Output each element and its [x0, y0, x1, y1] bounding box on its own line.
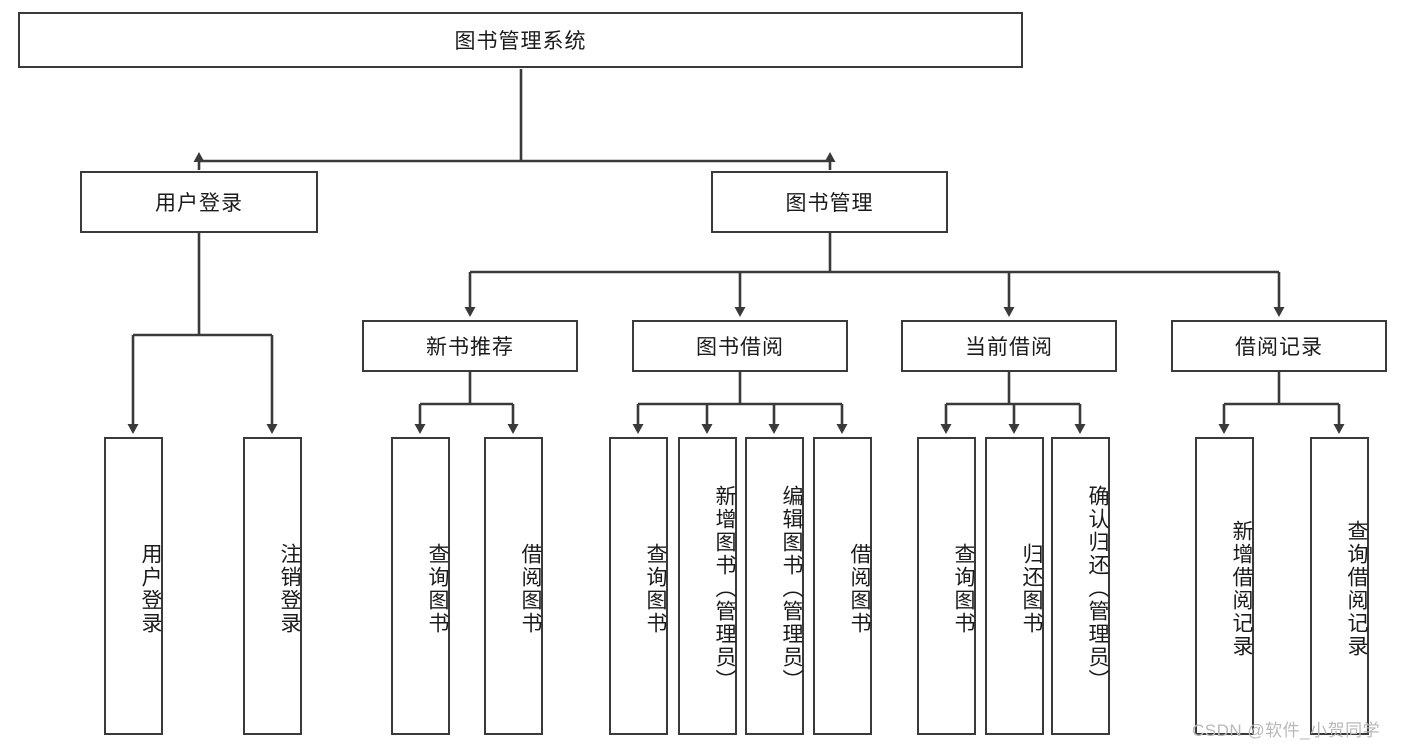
node-leaf-query-borrow-record[interactable]: 查询借阅记录 — [1310, 437, 1369, 735]
node-leaf-borrow-book-2[interactable]: 借阅图书 — [813, 437, 872, 735]
watermark-text: CSDN @软件_小贺同学 — [1192, 721, 1381, 740]
node-leaf-query-book-2[interactable]: 查询图书 — [609, 437, 668, 735]
node-book-management[interactable]: 图书管理 — [711, 171, 948, 233]
node-leaf-user-login[interactable]: 用户登录 — [104, 437, 163, 735]
node-leaf-edit-book-admin-label: 编辑图书（管理员） — [780, 484, 803, 692]
node-new-book-recommend-label: 新书推荐 — [426, 336, 514, 359]
node-current-borrow[interactable]: 当前借阅 — [901, 320, 1117, 372]
node-new-book-recommend[interactable]: 新书推荐 — [362, 320, 578, 372]
node-leaf-user-login-label: 用户登录 — [139, 543, 162, 635]
node-leaf-edit-book-admin[interactable]: 编辑图书（管理员） — [745, 437, 804, 735]
node-leaf-query-book-1[interactable]: 查询图书 — [391, 437, 450, 735]
node-book-borrow[interactable]: 图书借阅 — [632, 320, 848, 372]
node-leaf-query-book-3[interactable]: 查询图书 — [917, 437, 976, 735]
node-leaf-add-book-admin[interactable]: 新增图书（管理员） — [678, 437, 737, 735]
node-leaf-borrow-book-1-label: 借阅图书 — [519, 543, 542, 635]
node-leaf-query-book-3-label: 查询图书 — [952, 543, 975, 635]
node-leaf-logout[interactable]: 注销登录 — [243, 437, 302, 735]
node-user-login[interactable]: 用户登录 — [80, 171, 318, 233]
node-root-label: 图书管理系统 — [454, 30, 587, 53]
node-leaf-confirm-return-admin-label: 确认归还（管理员） — [1086, 484, 1109, 692]
node-leaf-query-borrow-record-label: 查询借阅记录 — [1345, 520, 1368, 658]
node-leaf-return-book[interactable]: 归还图书 — [985, 437, 1044, 735]
node-leaf-add-borrow-record-label: 新增借阅记录 — [1230, 520, 1253, 658]
node-root[interactable]: 图书管理系统 — [18, 12, 1023, 68]
node-leaf-query-book-1-label: 查询图书 — [426, 543, 449, 635]
node-leaf-logout-label: 注销登录 — [278, 543, 301, 635]
node-leaf-borrow-book-1[interactable]: 借阅图书 — [484, 437, 543, 735]
node-leaf-confirm-return-admin[interactable]: 确认归还（管理员） — [1051, 437, 1110, 735]
node-book-borrow-label: 图书借阅 — [696, 336, 784, 359]
node-leaf-add-book-admin-label: 新增图书（管理员） — [713, 484, 736, 692]
node-leaf-borrow-book-2-label: 借阅图书 — [848, 543, 871, 635]
node-leaf-query-book-2-label: 查询图书 — [644, 543, 667, 635]
node-leaf-add-borrow-record[interactable]: 新增借阅记录 — [1195, 437, 1254, 735]
node-borrow-record-label: 借阅记录 — [1235, 336, 1323, 359]
node-book-management-label: 图书管理 — [785, 192, 874, 215]
node-current-borrow-label: 当前借阅 — [965, 336, 1053, 359]
node-borrow-record[interactable]: 借阅记录 — [1171, 320, 1387, 372]
node-leaf-return-book-label: 归还图书 — [1020, 543, 1043, 635]
node-user-login-label: 用户登录 — [155, 192, 243, 215]
